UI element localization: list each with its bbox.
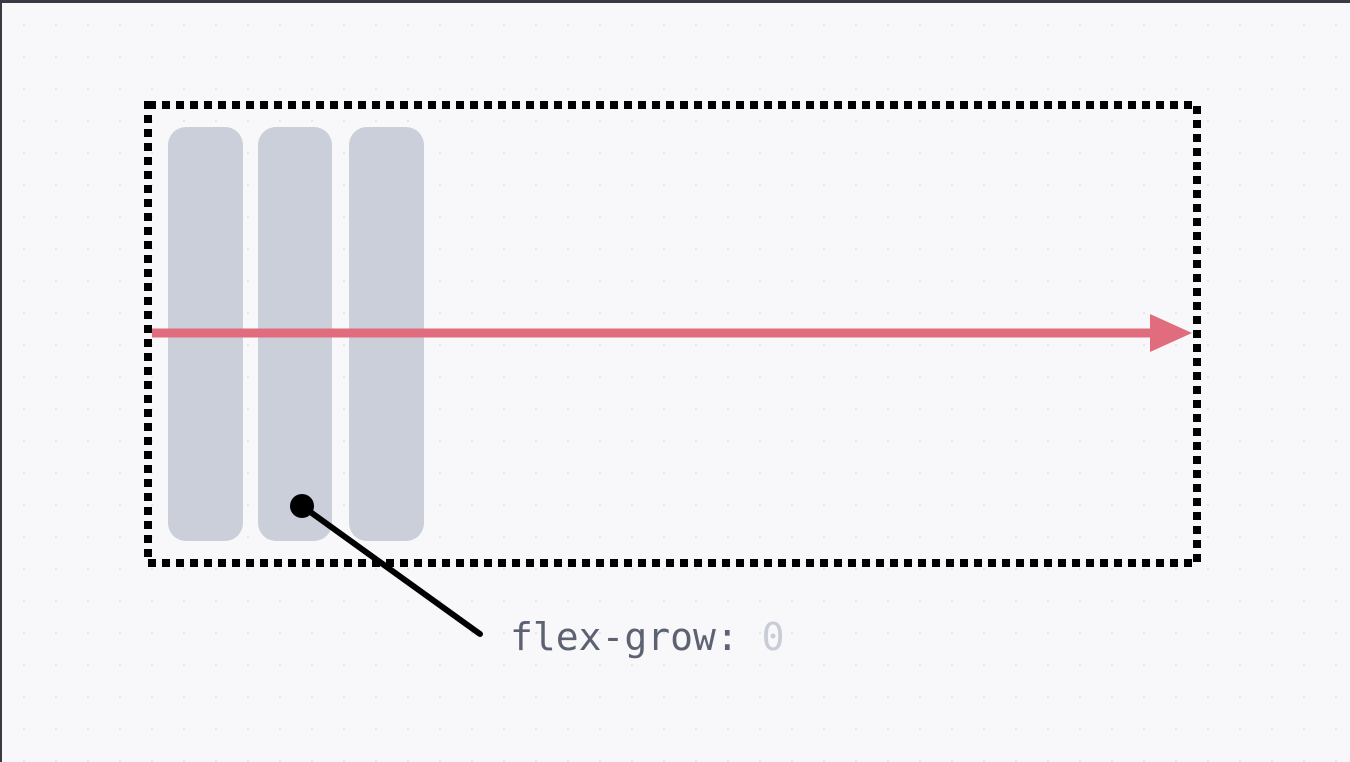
flex-diagram [144, 101, 1201, 637]
callout-pointer-icon [290, 494, 483, 637]
main-axis-arrow-icon [152, 314, 1192, 352]
property-name: flex-grow: [510, 615, 739, 659]
flex-grow-label: flex-grow: 0 [510, 615, 785, 659]
flex-container [144, 101, 1201, 567]
property-value: 0 [761, 615, 785, 659]
